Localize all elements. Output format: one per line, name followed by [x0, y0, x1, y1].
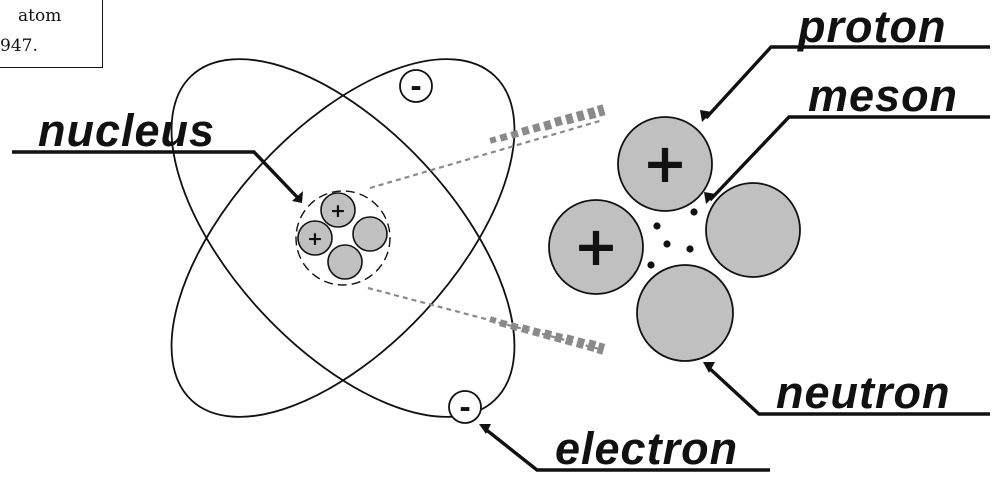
- electron-leader: [482, 426, 770, 472]
- neutron-right: [705, 182, 801, 278]
- proton-leader: [704, 45, 990, 120]
- electron-label: electron: [555, 423, 739, 474]
- meson-arrowhead: [704, 192, 716, 204]
- small-proton-top: [320, 192, 356, 228]
- nucleus-arrowhead: [292, 191, 303, 203]
- neutron-bottom: [636, 264, 734, 362]
- small-neutron-bottom: [327, 244, 363, 280]
- proton-top-sign: +: [642, 132, 687, 195]
- nucleus-boundary: [295, 190, 391, 286]
- nucleus-leader: [12, 150, 300, 200]
- small-neutron-right: [352, 216, 388, 252]
- neutron-label: neutron: [776, 367, 951, 418]
- electron-bottom-sign: -: [459, 391, 471, 424]
- electron-top: [399, 69, 433, 103]
- electron-top-sign: -: [410, 70, 422, 103]
- small-proton-top-sign: +: [330, 200, 346, 222]
- proton-top: [617, 116, 713, 212]
- caption-box: [0, 0, 103, 68]
- proton-left-sign: +: [573, 215, 618, 278]
- projection-bars-bottom: [489, 316, 606, 355]
- caption-line-2: 947.: [0, 36, 38, 56]
- electron-orbit-2: [170, 58, 516, 418]
- proton-arrowhead: [700, 110, 712, 122]
- projection-line-bottom: [367, 286, 604, 352]
- neutron-arrowhead: [703, 362, 715, 373]
- small-proton-left: [297, 220, 333, 256]
- meson-dots: [647, 208, 698, 269]
- caption-line-1: atom: [18, 6, 62, 26]
- meson-label: meson: [808, 70, 959, 121]
- proton-left: [548, 199, 644, 295]
- neutron-leader: [706, 365, 990, 416]
- projection-bars-top: [489, 104, 606, 144]
- small-proton-left-sign: +: [307, 228, 323, 250]
- electron-bottom: [448, 390, 482, 424]
- proton-label: proton: [798, 1, 947, 52]
- electron-orbit-1: [170, 58, 516, 418]
- electron-arrowhead: [479, 424, 491, 434]
- nucleus-label: nucleus: [38, 105, 216, 156]
- projection-line-top: [369, 118, 604, 190]
- meson-leader: [708, 115, 990, 202]
